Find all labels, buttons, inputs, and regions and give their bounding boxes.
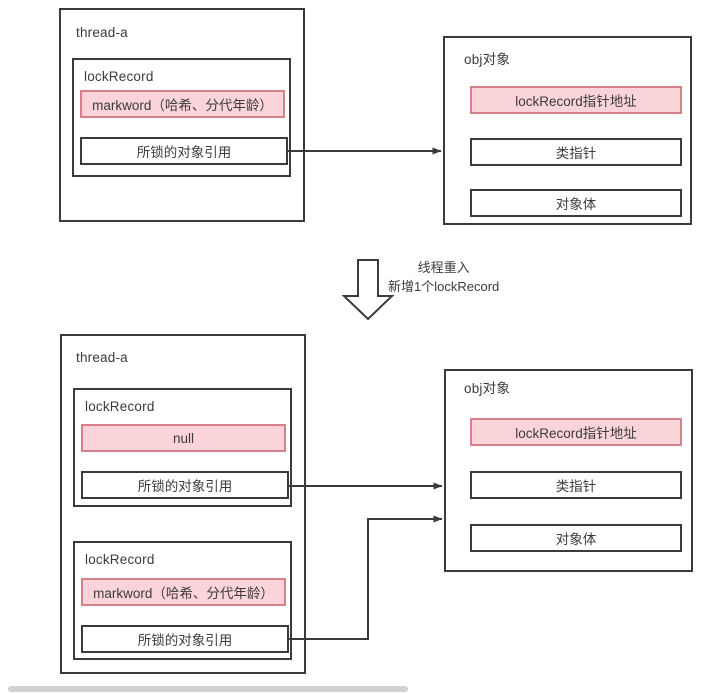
bottom-object-ref-row-2: 所锁的对象引用: [81, 625, 289, 653]
bottom-lockrecord-label-2: lockRecord: [85, 552, 155, 567]
bottom-obj-row-lockrecord-pointer: lockRecord指针地址: [470, 418, 682, 446]
top-thread-label: thread-a: [76, 25, 128, 40]
top-obj-label: obj对象: [464, 52, 511, 67]
bottom-markword-row-2: markword（哈希、分代年龄）: [81, 578, 286, 606]
bottom-connector-ref2-to-obj: [289, 515, 443, 640]
transition-note-line-1: 线程重入: [417, 260, 470, 275]
bottom-markword-row-1: null: [81, 424, 286, 452]
bottom-object-ref-row-1: 所锁的对象引用: [81, 471, 289, 499]
bottom-obj-row-object-body: 对象体: [470, 524, 682, 552]
bottom-obj-row-class-pointer: 类指针: [470, 471, 682, 499]
top-lockrecord-label: lockRecord: [84, 69, 154, 84]
top-object-ref-row: 所锁的对象引用: [80, 137, 288, 165]
top-obj-row-class-pointer: 类指针: [470, 138, 682, 166]
bottom-obj-label: obj对象: [464, 381, 511, 396]
bottom-thread-label: thread-a: [76, 350, 128, 365]
bottom-lockrecord-label-1: lockRecord: [85, 399, 155, 414]
transition-note-line-2: 新增1个lockRecord: [388, 279, 500, 294]
top-markword-row: markword（哈希、分代年龄）: [80, 90, 285, 118]
top-obj-row-object-body: 对象体: [470, 189, 682, 217]
transition-note: 线程重入 新增1个lockRecord: [388, 258, 499, 296]
transition-down-arrow-icon: [341, 259, 395, 321]
horizontal-scrollbar[interactable]: [8, 686, 408, 692]
top-obj-row-lockrecord-pointer: lockRecord指针地址: [470, 86, 682, 114]
